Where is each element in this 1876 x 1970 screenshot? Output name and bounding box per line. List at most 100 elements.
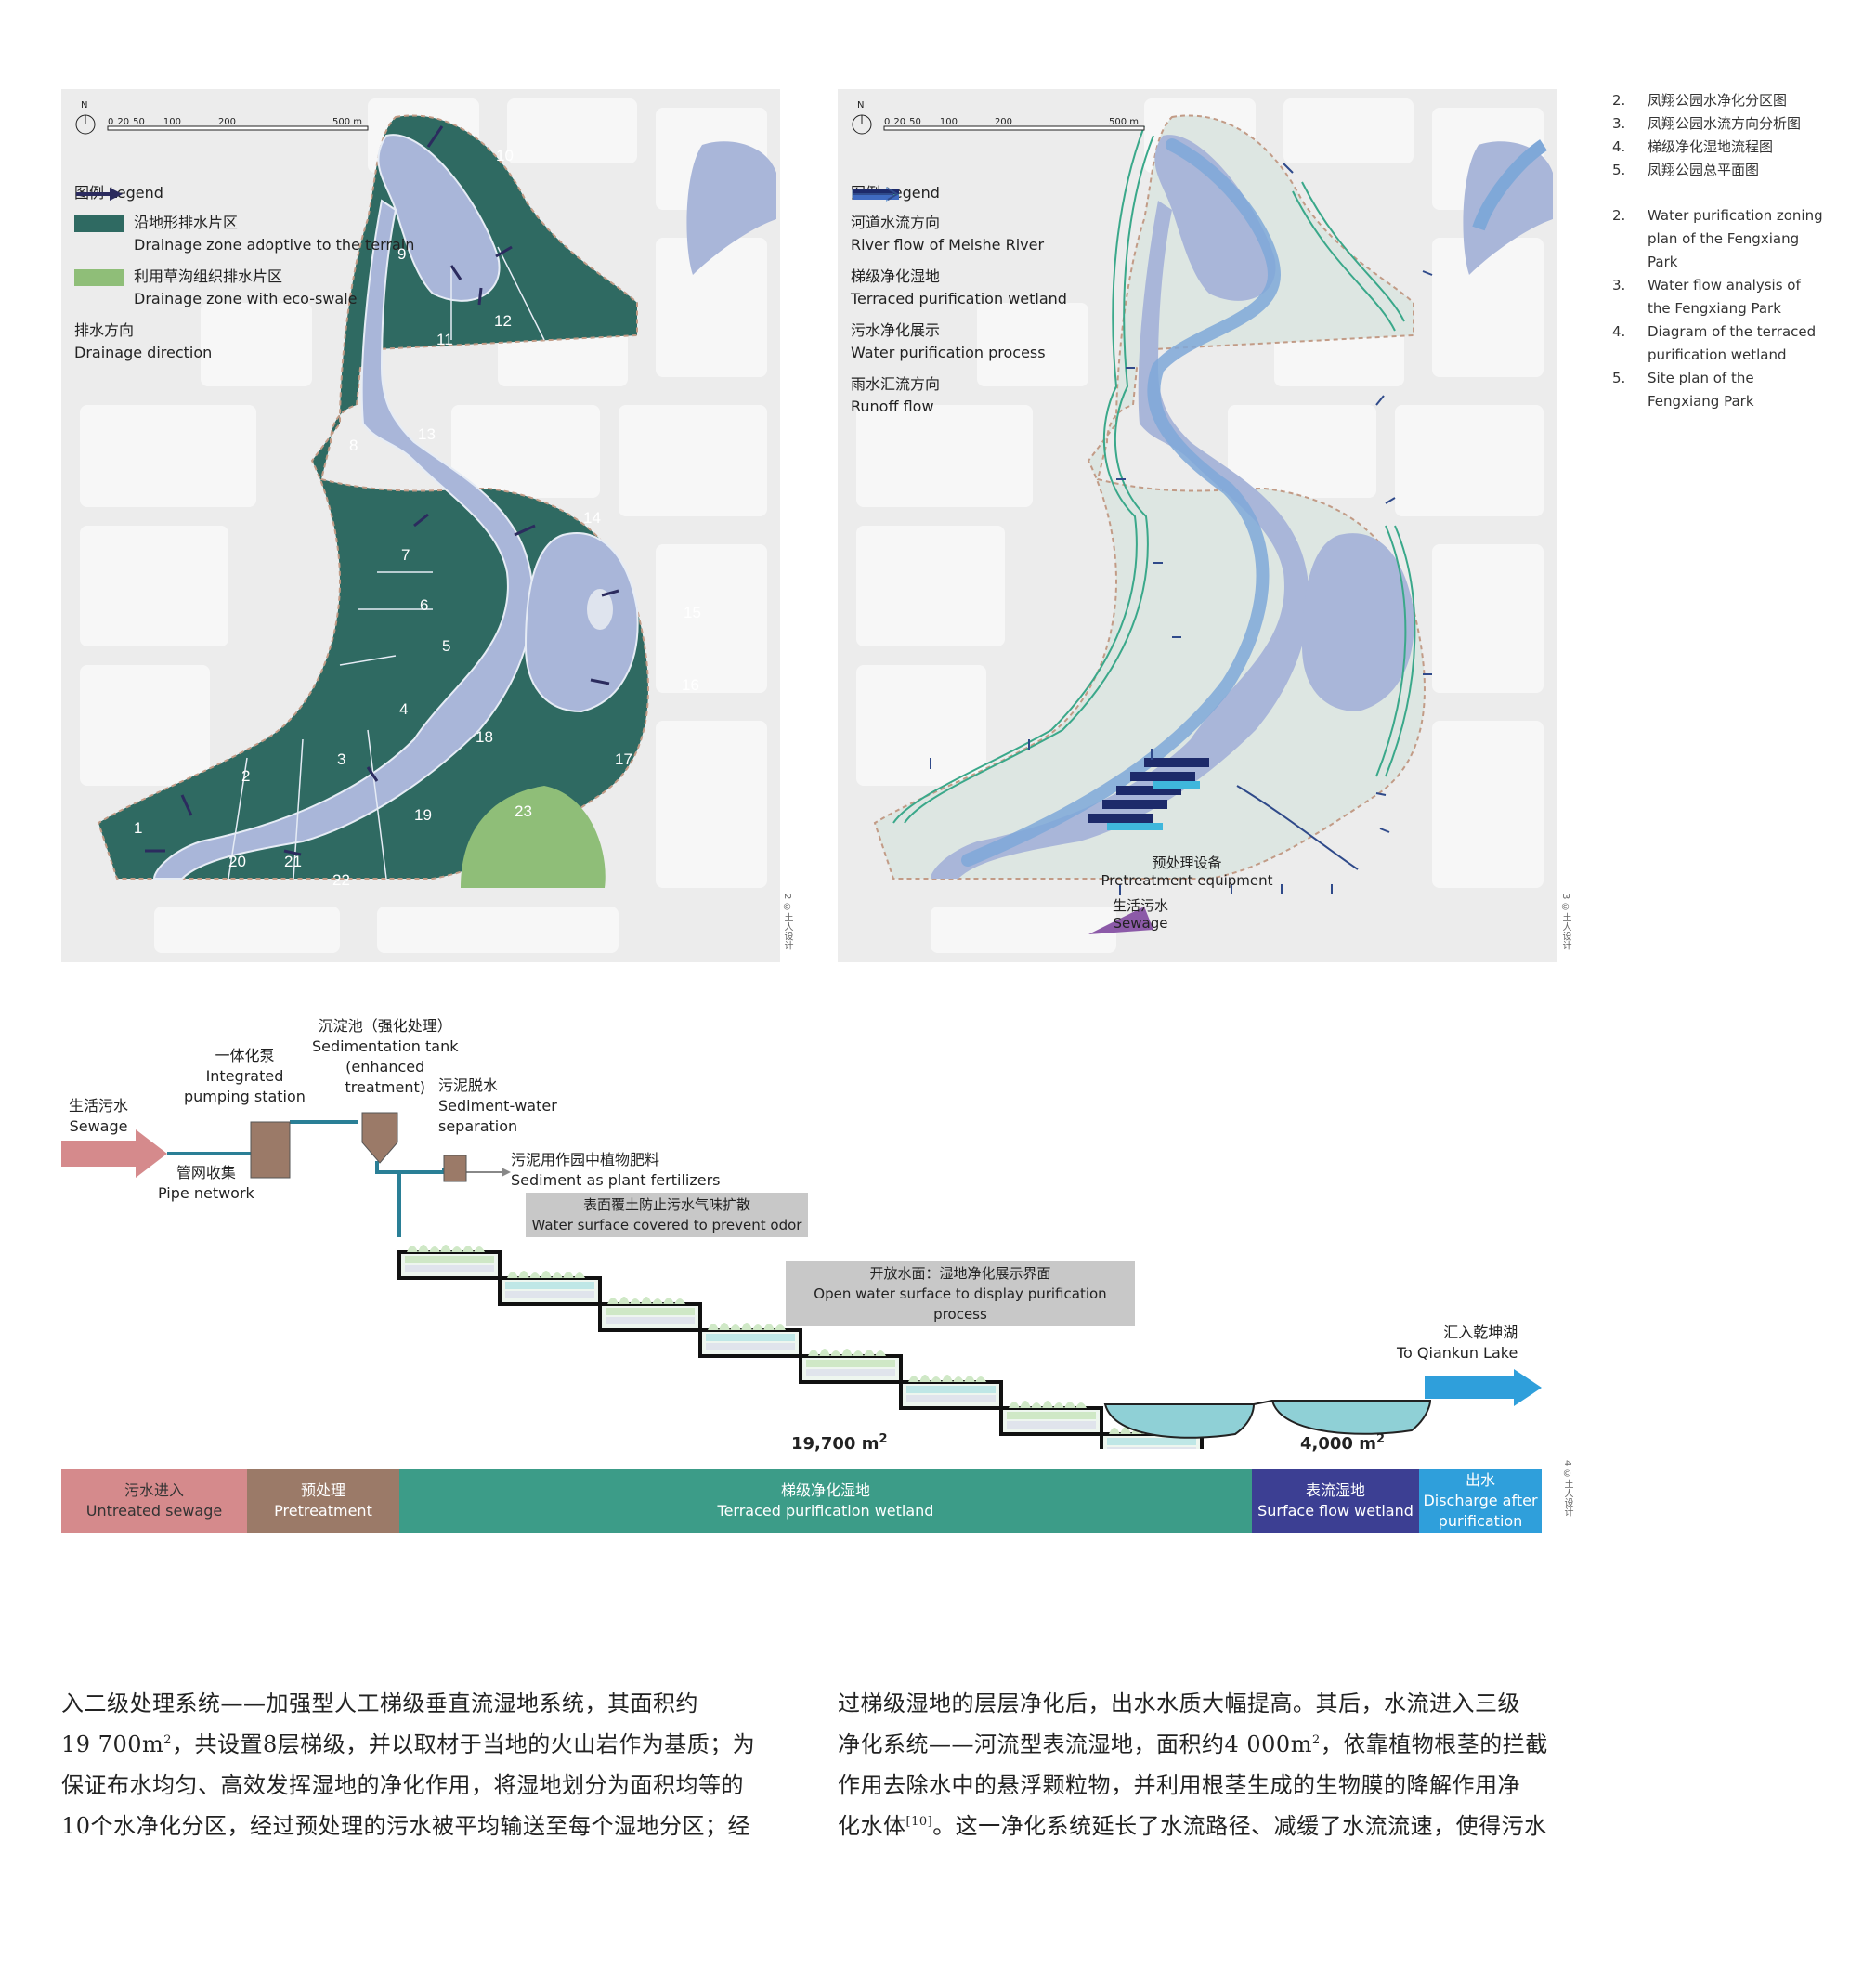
legend-item-runoff: 雨水汇流方向 Runoff flow	[851, 188, 1067, 418]
caption-cn-5: 5.凤翔公园总平面图	[1612, 159, 1863, 182]
stage-label-en: Surface flow wetland	[1257, 1502, 1414, 1520]
label-en: pumping station	[184, 1088, 306, 1105]
sewage-label: 生活污水 Sewage	[1075, 895, 1205, 932]
caption-cn-4: 4.梯级净化湿地流程图	[1612, 136, 1863, 159]
reed-vegetation	[1009, 1401, 1087, 1408]
scale-tick-500: 500 m	[1109, 117, 1140, 127]
caption-text: 梯级净化湿地流程图	[1648, 138, 1774, 155]
legend-label-en: Runoff flow	[851, 398, 934, 415]
legend-label-cn: 梯级净化湿地	[851, 267, 941, 285]
sewage-label-en: Sewage	[1113, 915, 1168, 932]
terrace-gravel	[405, 1265, 494, 1272]
legend-label-en: Drainage direction	[74, 344, 213, 361]
caption-line: Park	[1648, 254, 1678, 270]
label-cn: 开放水面：湿地净化展示界面	[869, 1265, 1051, 1282]
text-line: 作用去除水中的悬浮颗粒物，并利用根茎生成的生物膜的降解作用净	[838, 1772, 1520, 1798]
text-line: 入二级处理系统——加强型人工梯级垂直流湿地系统，其面积约	[61, 1690, 698, 1716]
text-span: 化水体	[838, 1813, 906, 1839]
legend-label-cn: 沿地形排水片区	[134, 214, 239, 231]
stage-bar-discharge: 出水 Discharge after purification	[1419, 1469, 1542, 1533]
reed-vegetation	[808, 1349, 886, 1356]
label-en: Sediment as plant fertilizers	[511, 1171, 721, 1189]
label-cn: 生活污水	[69, 1097, 129, 1115]
scale-tick-200: 200	[994, 117, 1013, 127]
caption-line: the Fengxiang Park	[1648, 300, 1781, 317]
zone-label: 21	[284, 853, 302, 870]
caption-number: 3.	[1612, 277, 1626, 294]
stage-label-en: Terraced purification wetland	[717, 1502, 934, 1520]
stage-label-en: Untreated sewage	[85, 1502, 223, 1520]
text-line: 净化系统——河流型表流湿地，面积约4 000m2，依靠植物根茎的拦截	[838, 1724, 1620, 1765]
caption-line: Fengxiang Park	[1648, 393, 1754, 410]
legend: 图例 Legend 河道水流方向 River flow of Meishe Ri…	[851, 182, 1067, 427]
arrow-icon	[853, 188, 899, 201]
stage-label-cn: 表流湿地	[1305, 1481, 1365, 1499]
zone-label: 20	[228, 853, 246, 870]
zone-label: 2	[241, 767, 251, 785]
terrace-steps	[397, 1245, 1432, 1449]
scale-tick-20: 20	[117, 117, 130, 127]
discharge-arrow	[1425, 1369, 1542, 1406]
stage-bar-surface-flow: 表流湿地 Surface flow wetland	[1252, 1469, 1419, 1533]
zone-label: 11	[436, 331, 453, 348]
legend-swatch	[74, 269, 124, 286]
caption-line: purification wetland	[1648, 346, 1787, 363]
scale-tick-100: 100	[163, 117, 181, 127]
purification-bar-icon	[853, 189, 899, 200]
label-en: Sedimentation tank	[312, 1037, 459, 1055]
stage-bar-terraced-wetland: 梯级净化湿地 Terraced purification wetland	[399, 1469, 1252, 1533]
label-en: (enhanced	[345, 1058, 425, 1076]
zone-label: 10	[496, 147, 514, 164]
legend-label-cn: 污水净化展示	[851, 321, 941, 339]
caption-number: 5.	[1612, 370, 1626, 386]
zone-label: 22	[332, 871, 350, 889]
caption-cn-3: 3.凤翔公园水流方向分析图	[1612, 112, 1863, 136]
citation-superscript: [10]	[905, 1815, 933, 1829]
text-span: ，共设置8层梯级，并以取材于当地的火山岩作为基质；为	[172, 1731, 756, 1757]
terrace-water	[606, 1308, 695, 1315]
label-en: Sewage	[69, 1117, 128, 1135]
sewage-label-cn: 生活污水	[1112, 897, 1168, 914]
area-value: 19,700 m	[791, 1434, 879, 1454]
caption-line: Water flow analysis of	[1648, 277, 1801, 294]
label-cn: 污泥脱水	[438, 1076, 499, 1094]
zone-label: 17	[615, 750, 632, 768]
legend-item-drainage-direction: 排水方向 Drainage direction	[74, 188, 414, 364]
label-cn: 管网收集	[176, 1164, 236, 1181]
zone-label: 18	[476, 728, 493, 746]
legend-item-terraced-wetland: 梯级净化湿地 Terraced purification wetland	[851, 189, 1067, 310]
terraced-wetland-diagram	[61, 1112, 511, 1237]
label-en: Sediment-water	[438, 1097, 557, 1115]
scale-tick-50: 50	[909, 117, 921, 127]
qiankun-lake-label: 汇入乾坤湖 To Qiankun Lake	[1397, 1323, 1518, 1363]
zone-label: 6	[420, 596, 429, 614]
terrace-water	[405, 1256, 494, 1263]
zone-label: 23	[515, 802, 532, 820]
scale-bar-labels: 0 20 50 100 200 500 m	[884, 117, 1153, 127]
figure-credit: 2 ©土人设计	[782, 894, 792, 950]
label-en: treatment)	[345, 1078, 425, 1096]
text-line: 过梯级湿地的层层净化后，出水水质大幅提高。其后，水流进入三级	[838, 1690, 1520, 1716]
body-text-right: 过梯级湿地的层层净化后，出水水质大幅提高。其后，水流进入三级 净化系统——河流型…	[838, 1683, 1620, 1846]
sewage-label: 生活污水 Sewage	[69, 1096, 128, 1137]
label-en: Water surface covered to prevent odor	[531, 1217, 802, 1233]
callout-open-surface: 开放水面：湿地净化展示界面 Open water surface to disp…	[786, 1261, 1135, 1326]
terrace-water	[505, 1282, 594, 1289]
pipe-network-label: 管网收集 Pipe network	[158, 1163, 254, 1204]
scale-tick-100: 100	[939, 117, 958, 127]
legend-label-en: Terraced purification wetland	[851, 290, 1067, 307]
caption-number: 2.	[1612, 92, 1626, 109]
zone-label: 12	[494, 312, 512, 330]
callout-covered-surface: 表面覆土防止污水气味扩散 Water surface covered to pr…	[526, 1193, 808, 1237]
legend-label-cn: 雨水汇流方向	[851, 375, 941, 393]
zone-label: 3	[337, 750, 346, 768]
stage-label-cn: 梯级净化湿地	[780, 1481, 870, 1499]
stage-bar-pretreatment: 预处理 Pretreatment	[247, 1469, 399, 1533]
text-line: 19 700m2，共设置8层梯级，并以取材于当地的火山岩作为基质；为	[61, 1724, 843, 1765]
stage-label-en: Pretreatment	[274, 1502, 372, 1520]
label-en: Integrated	[205, 1067, 284, 1085]
terrace-gravel	[906, 1395, 996, 1402]
scale-tick-50: 50	[133, 117, 145, 127]
text-line: 保证布水均匀、高效发挥湿地的净化作用，将湿地划分为面积均等的	[61, 1772, 744, 1798]
